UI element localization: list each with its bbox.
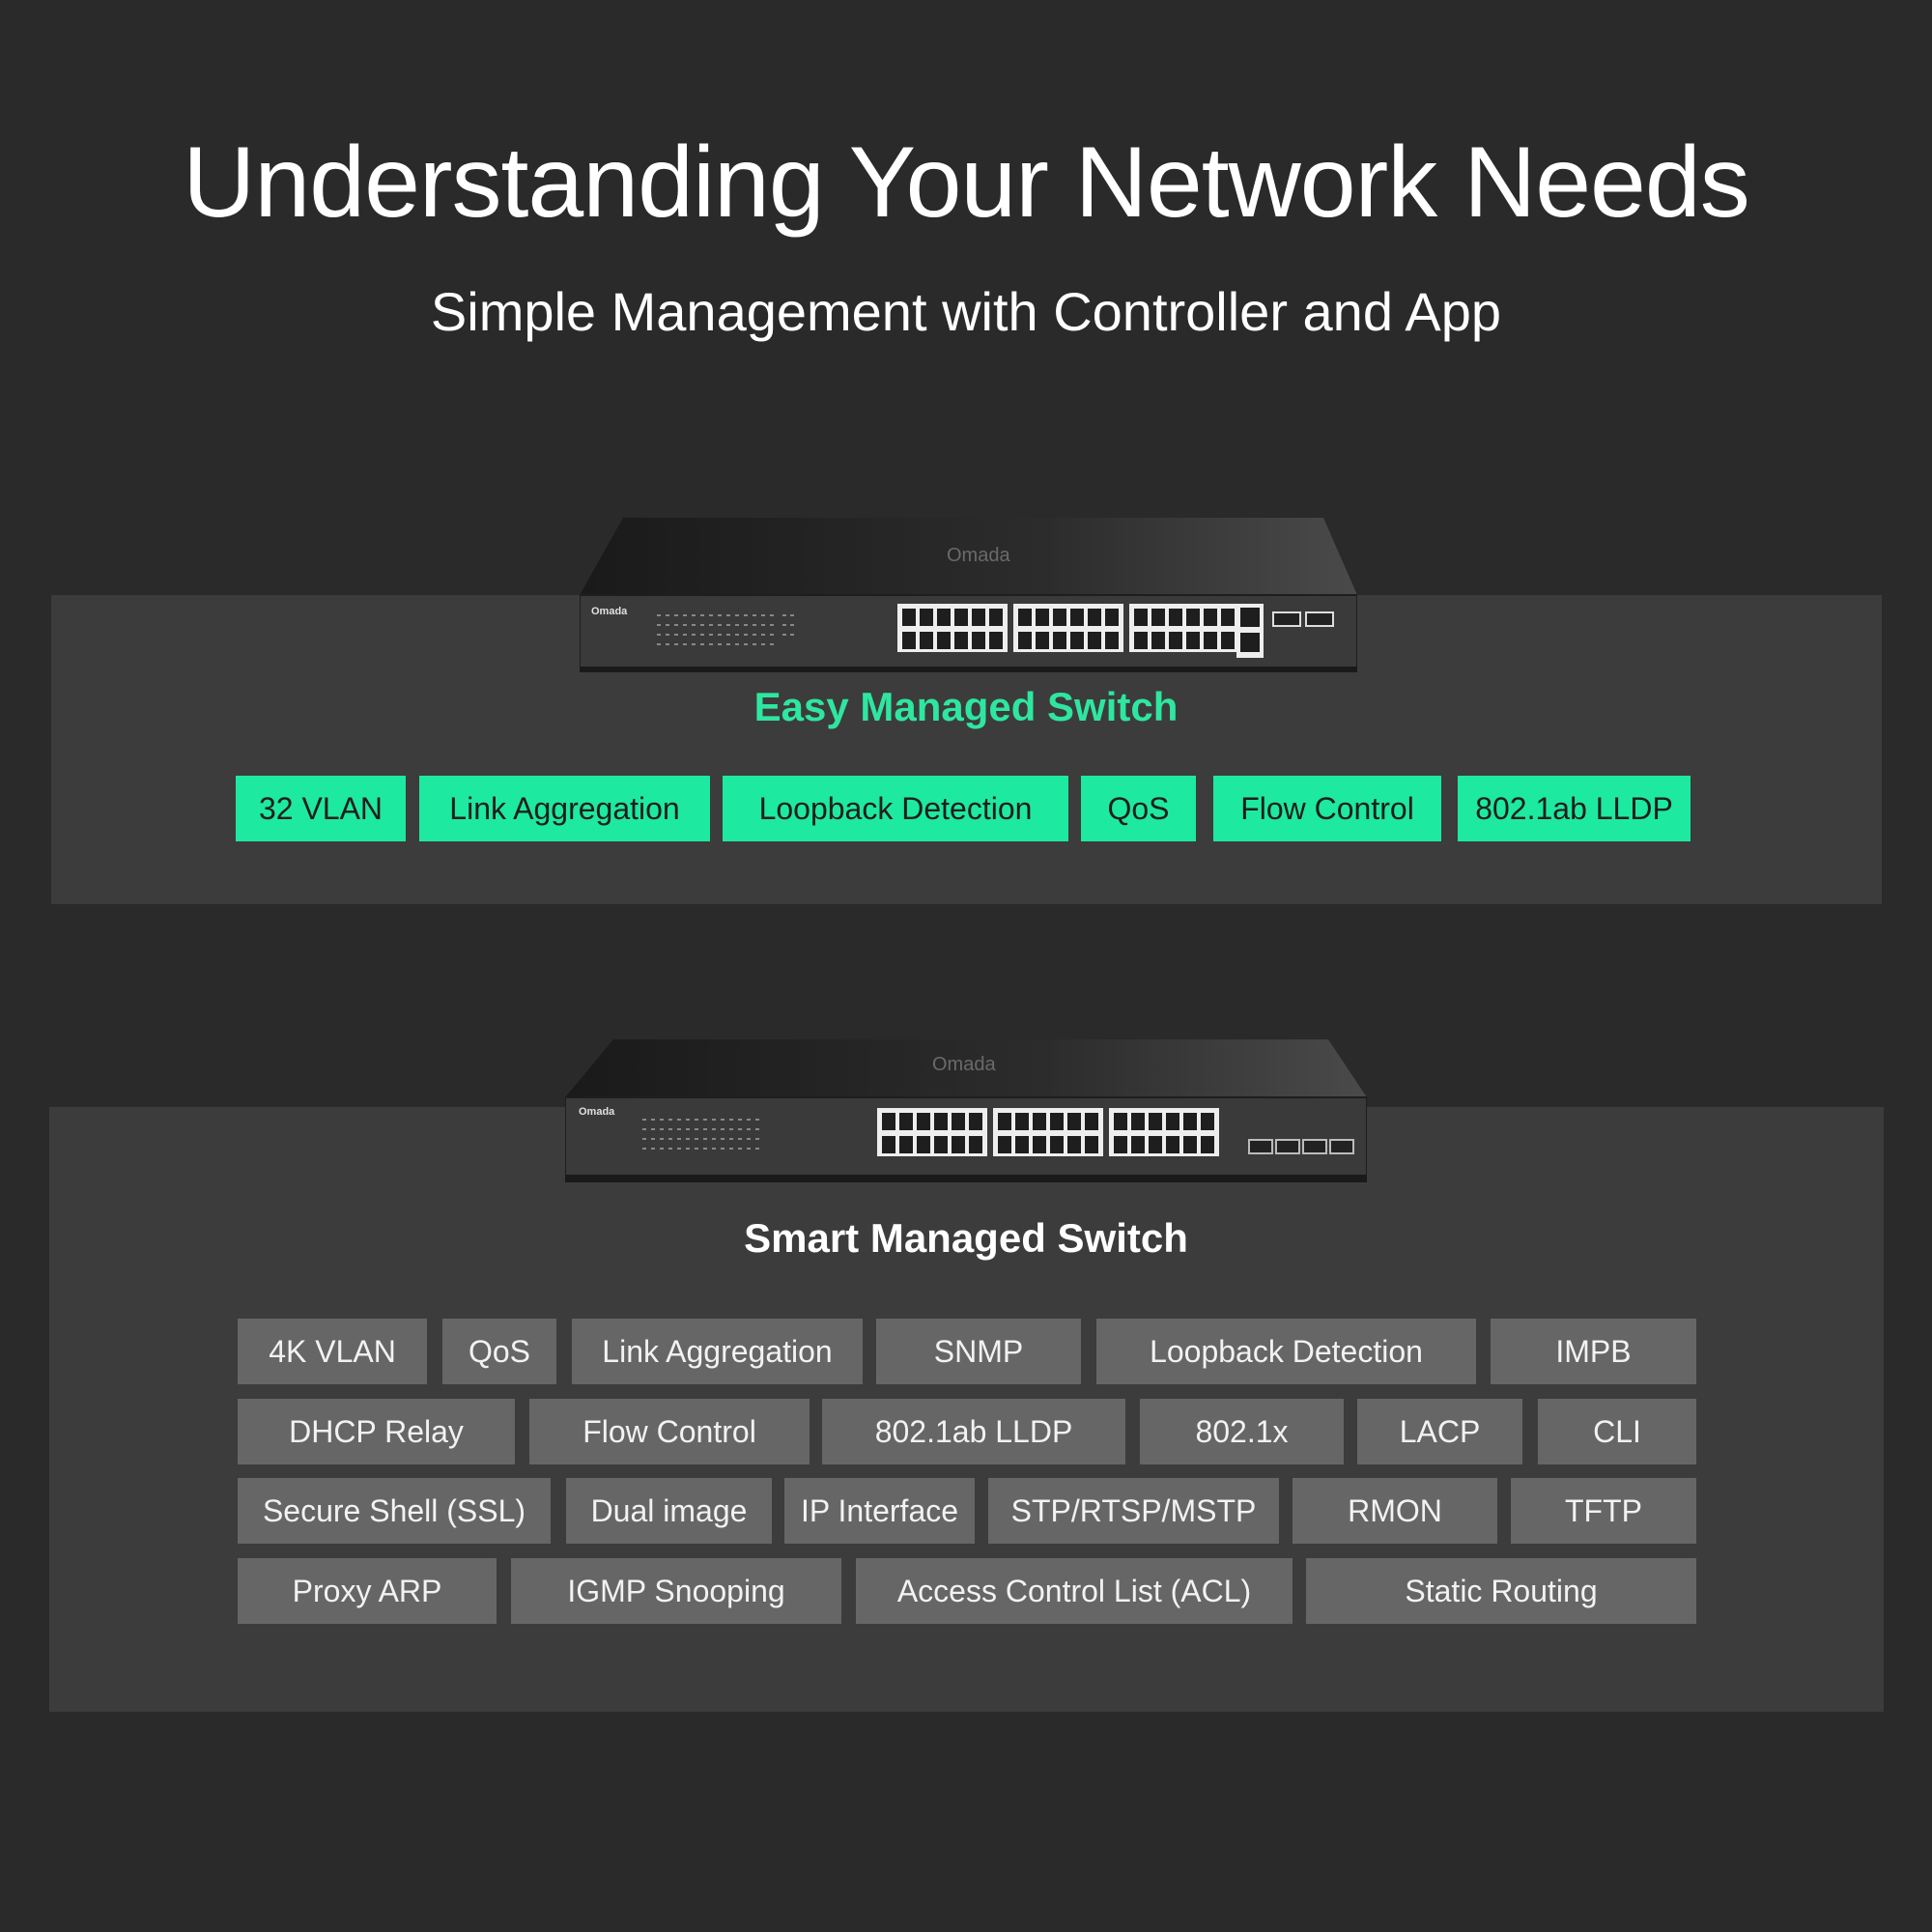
easy-switch-image: Omada Omada (580, 518, 1357, 672)
smart-tag-link-aggregation: Link Aggregation (572, 1319, 863, 1384)
smart-switch-image: Omada Omada (565, 1039, 1367, 1182)
smart-tag-secure-shell: Secure Shell (SSL) (238, 1478, 551, 1544)
smart-tag-8021x: 802.1x (1140, 1399, 1344, 1464)
smart-tag-dhcp-relay: DHCP Relay (238, 1399, 515, 1464)
easy-tag-flow-control: Flow Control (1213, 776, 1441, 841)
easy-tag-loopback-detection: Loopback Detection (723, 776, 1068, 841)
smart-tag-tftp: TFTP (1511, 1478, 1696, 1544)
smart-tag-rmon: RMON (1293, 1478, 1497, 1544)
easy-top-logo: Omada (947, 545, 1010, 566)
smart-tag-flow-control: Flow Control (529, 1399, 810, 1464)
easy-tag-link-aggregation: Link Aggregation (419, 776, 710, 841)
smart-tag-acl: Access Control List (ACL) (856, 1558, 1293, 1624)
smart-switch-title: Smart Managed Switch (744, 1215, 1188, 1261)
easy-tag-32-vlan: 32 VLAN (236, 776, 406, 841)
easy-front-logo: Omada (591, 606, 628, 617)
smart-tag-cli: CLI (1538, 1399, 1696, 1464)
page-title: Understanding Your Network Needs (183, 127, 1749, 239)
page-subtitle: Simple Management with Controller and Ap… (430, 281, 1502, 342)
smart-tag-proxy-arp: Proxy ARP (238, 1558, 497, 1624)
smart-tag-4k-vlan: 4K VLAN (238, 1319, 427, 1384)
smart-tag-lacp: LACP (1357, 1399, 1522, 1464)
smart-tag-static-routing: Static Routing (1306, 1558, 1696, 1624)
easy-tag-qos: QoS (1081, 776, 1196, 841)
smart-tag-impb: IMPB (1491, 1319, 1696, 1384)
smart-tag-qos: QoS (442, 1319, 556, 1384)
smart-tag-igmp-snooping: IGMP Snooping (511, 1558, 841, 1624)
smart-tag-stp: STP/RTSP/MSTP (988, 1478, 1279, 1544)
smart-front-logo: Omada (579, 1106, 615, 1118)
smart-tag-snmp: SNMP (876, 1319, 1081, 1384)
smart-tag-lldp: 802.1ab LLDP (822, 1399, 1125, 1464)
smart-tag-dual-image: Dual image (566, 1478, 772, 1544)
smart-tag-loopback-detection: Loopback Detection (1096, 1319, 1476, 1384)
easy-tag-lldp: 802.1ab LLDP (1458, 776, 1690, 841)
smart-top-logo: Omada (932, 1054, 996, 1075)
easy-switch-title: Easy Managed Switch (753, 684, 1179, 729)
smart-tag-ip-interface: IP Interface (784, 1478, 975, 1544)
